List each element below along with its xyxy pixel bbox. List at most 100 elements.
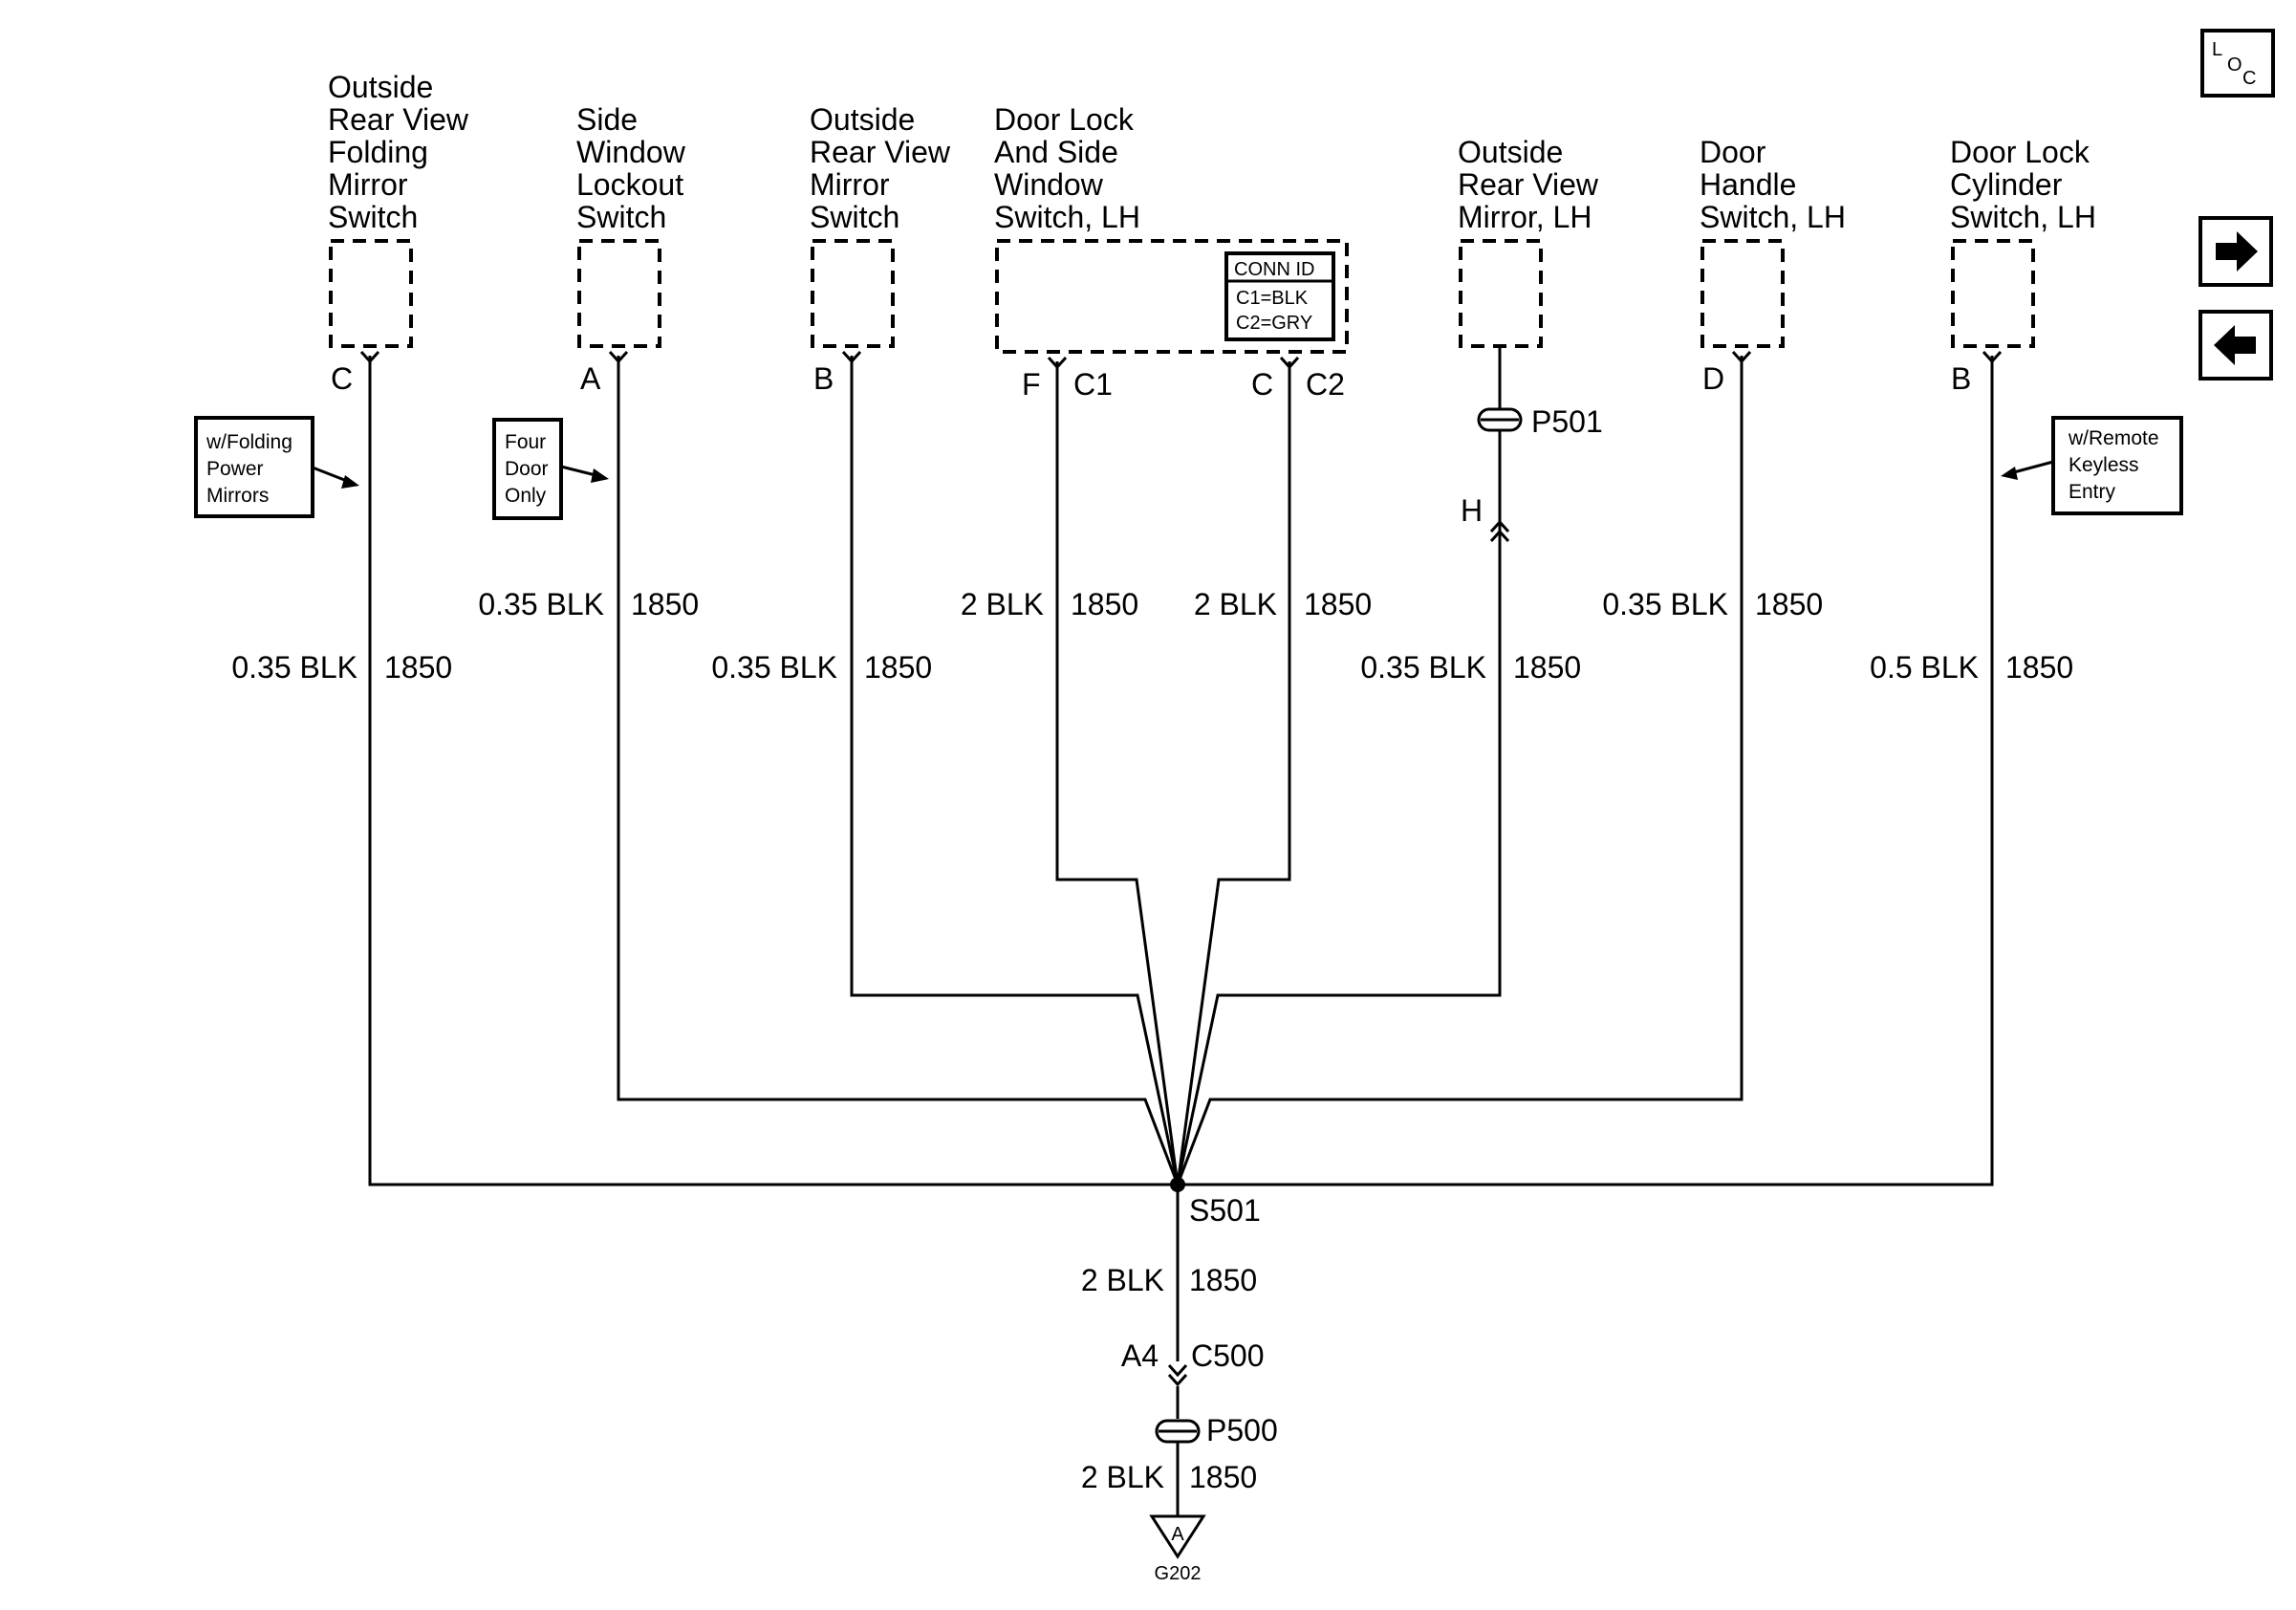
svg-text:2 BLK: 2 BLK [1081, 1263, 1164, 1297]
svg-text:1850: 1850 [384, 650, 452, 685]
svg-text:Outside: Outside [1458, 135, 1563, 169]
svg-text:C: C [2242, 68, 2256, 89]
svg-text:Rear View: Rear View [328, 102, 469, 137]
svg-text:D: D [1702, 361, 1724, 396]
ground-g202-icon [1149, 1514, 1206, 1559]
svg-text:C500: C500 [1191, 1338, 1265, 1373]
folding-mirror-switch-box [329, 239, 413, 348]
svg-text:F: F [1022, 367, 1041, 402]
svg-text:Window: Window [576, 135, 686, 169]
svg-text:1850: 1850 [1755, 587, 1823, 621]
door-cylinder-switch-box [1951, 239, 2035, 348]
svg-text:Mirror: Mirror [810, 167, 890, 202]
svg-text:Side: Side [576, 102, 638, 137]
svg-text:L: L [2212, 39, 2222, 60]
p500-pass-through-icon [1155, 1419, 1201, 1444]
next-page-button[interactable] [2199, 216, 2273, 287]
svg-text:0.35 BLK: 0.35 BLK [1360, 650, 1486, 685]
s501-splice-dot [1170, 1177, 1185, 1192]
mirror-switch-box [811, 239, 895, 348]
svg-text:Outside: Outside [810, 102, 915, 137]
svg-text:CONN ID: CONN ID [1234, 259, 1314, 280]
svg-text:G202: G202 [1155, 1563, 1202, 1584]
arrow-right-icon [2216, 231, 2258, 272]
svg-text:C1=BLK: C1=BLK [1236, 288, 1309, 309]
mirror-lh-box [1459, 239, 1543, 348]
door-cylinder-switch-title: Door Lock Cylinder Switch, LH [1950, 135, 2096, 234]
note-folding-power-mirrors: w/Folding Power Mirrors [194, 416, 359, 518]
svg-text:1850: 1850 [2005, 650, 2073, 685]
svg-text:2 BLK: 2 BLK [1194, 587, 1277, 621]
wires [368, 346, 1994, 1516]
svg-text:Only: Only [505, 485, 547, 507]
svg-text:Handle: Handle [1700, 167, 1796, 202]
svg-text:Cylinder: Cylinder [1950, 167, 2063, 202]
door-lock-window-switch-title: Door Lock And Side Window Switch, LH [994, 102, 1140, 234]
svg-text:Door Lock: Door Lock [994, 102, 1135, 137]
svg-text:C: C [1251, 367, 1273, 402]
svg-text:A: A [1171, 1524, 1184, 1545]
svg-text:Switch: Switch [810, 200, 899, 234]
svg-text:2 BLK: 2 BLK [961, 587, 1044, 621]
svg-text:0.5 BLK: 0.5 BLK [1870, 650, 1979, 685]
svg-text:Door Lock: Door Lock [1950, 135, 2090, 169]
svg-text:Switch, LH: Switch, LH [1700, 200, 1846, 234]
svg-text:H: H [1461, 493, 1483, 528]
svg-text:1850: 1850 [864, 650, 932, 685]
svg-text:Outside: Outside [328, 70, 433, 104]
loc-button[interactable]: L O C [2200, 29, 2275, 98]
ground-path-labels: S501 2 BLK 1850 A4 C500 P500 2 BLK 1850 … [1081, 1193, 1278, 1584]
svg-text:Door: Door [505, 458, 549, 480]
svg-text:A: A [580, 361, 601, 396]
window-lockout-switch-box [577, 239, 661, 348]
svg-text:Switch: Switch [328, 200, 418, 234]
svg-text:O: O [2227, 54, 2242, 76]
connector-pin-symbols [359, 350, 2003, 1387]
wire-labels: 0.35 BLK 1850 0.35 BLK 1850 0.35 BLK 185… [231, 587, 2073, 685]
conn-id-box: CONN ID C1=BLK C2=GRY [1224, 251, 1335, 341]
svg-text:Keyless: Keyless [2069, 454, 2139, 476]
svg-text:1850: 1850 [1304, 587, 1372, 621]
svg-text:C1: C1 [1073, 367, 1113, 402]
door-handle-switch-box [1700, 239, 1785, 348]
svg-text:1850: 1850 [1189, 1263, 1257, 1297]
svg-text:2 BLK: 2 BLK [1081, 1460, 1164, 1494]
svg-text:A4: A4 [1121, 1338, 1159, 1373]
svg-text:P500: P500 [1206, 1413, 1278, 1447]
svg-text:Entry: Entry [2069, 481, 2116, 503]
window-lockout-switch-title: Side Window Lockout Switch [576, 102, 686, 234]
svg-text:w/Remote: w/Remote [2068, 427, 2159, 449]
svg-text:B: B [1951, 361, 1971, 396]
svg-text:Window: Window [994, 167, 1104, 202]
svg-text:Switch, LH: Switch, LH [994, 200, 1140, 234]
folding-mirror-switch-title: Outside Rear View Folding Mirror Switch [328, 70, 469, 234]
svg-text:0.35 BLK: 0.35 BLK [711, 650, 837, 685]
p501-pass-through-icon [1477, 407, 1523, 432]
svg-text:P501: P501 [1531, 404, 1603, 439]
note-remote-keyless-entry: w/Remote Keyless Entry [2001, 416, 2183, 515]
svg-text:1850: 1850 [1513, 650, 1581, 685]
door-lock-window-switch-box [995, 239, 1349, 354]
svg-text:Rear View: Rear View [1458, 167, 1599, 202]
svg-text:w/Folding: w/Folding [206, 431, 292, 453]
svg-text:Mirror: Mirror [328, 167, 408, 202]
svg-text:Switch, LH: Switch, LH [1950, 200, 2096, 234]
svg-text:Door: Door [1700, 135, 1766, 169]
mirror-lh-title: Outside Rear View Mirror, LH [1458, 135, 1599, 234]
svg-text:Mirrors: Mirrors [206, 485, 269, 507]
svg-text:1850: 1850 [1071, 587, 1138, 621]
arrow-left-icon [2214, 325, 2256, 365]
prev-page-button[interactable] [2199, 310, 2273, 381]
svg-text:Rear View: Rear View [810, 135, 951, 169]
svg-text:And Side: And Side [994, 135, 1118, 169]
svg-text:Mirror, LH: Mirror, LH [1458, 200, 1592, 234]
note-four-door-only: Four Door Only [492, 418, 609, 520]
svg-text:0.35 BLK: 0.35 BLK [478, 587, 604, 621]
svg-text:Lockout: Lockout [576, 167, 683, 202]
svg-text:Switch: Switch [576, 200, 666, 234]
svg-text:Folding: Folding [328, 135, 428, 169]
svg-text:C: C [331, 361, 353, 396]
svg-text:C2: C2 [1306, 367, 1345, 402]
svg-text:1850: 1850 [631, 587, 699, 621]
